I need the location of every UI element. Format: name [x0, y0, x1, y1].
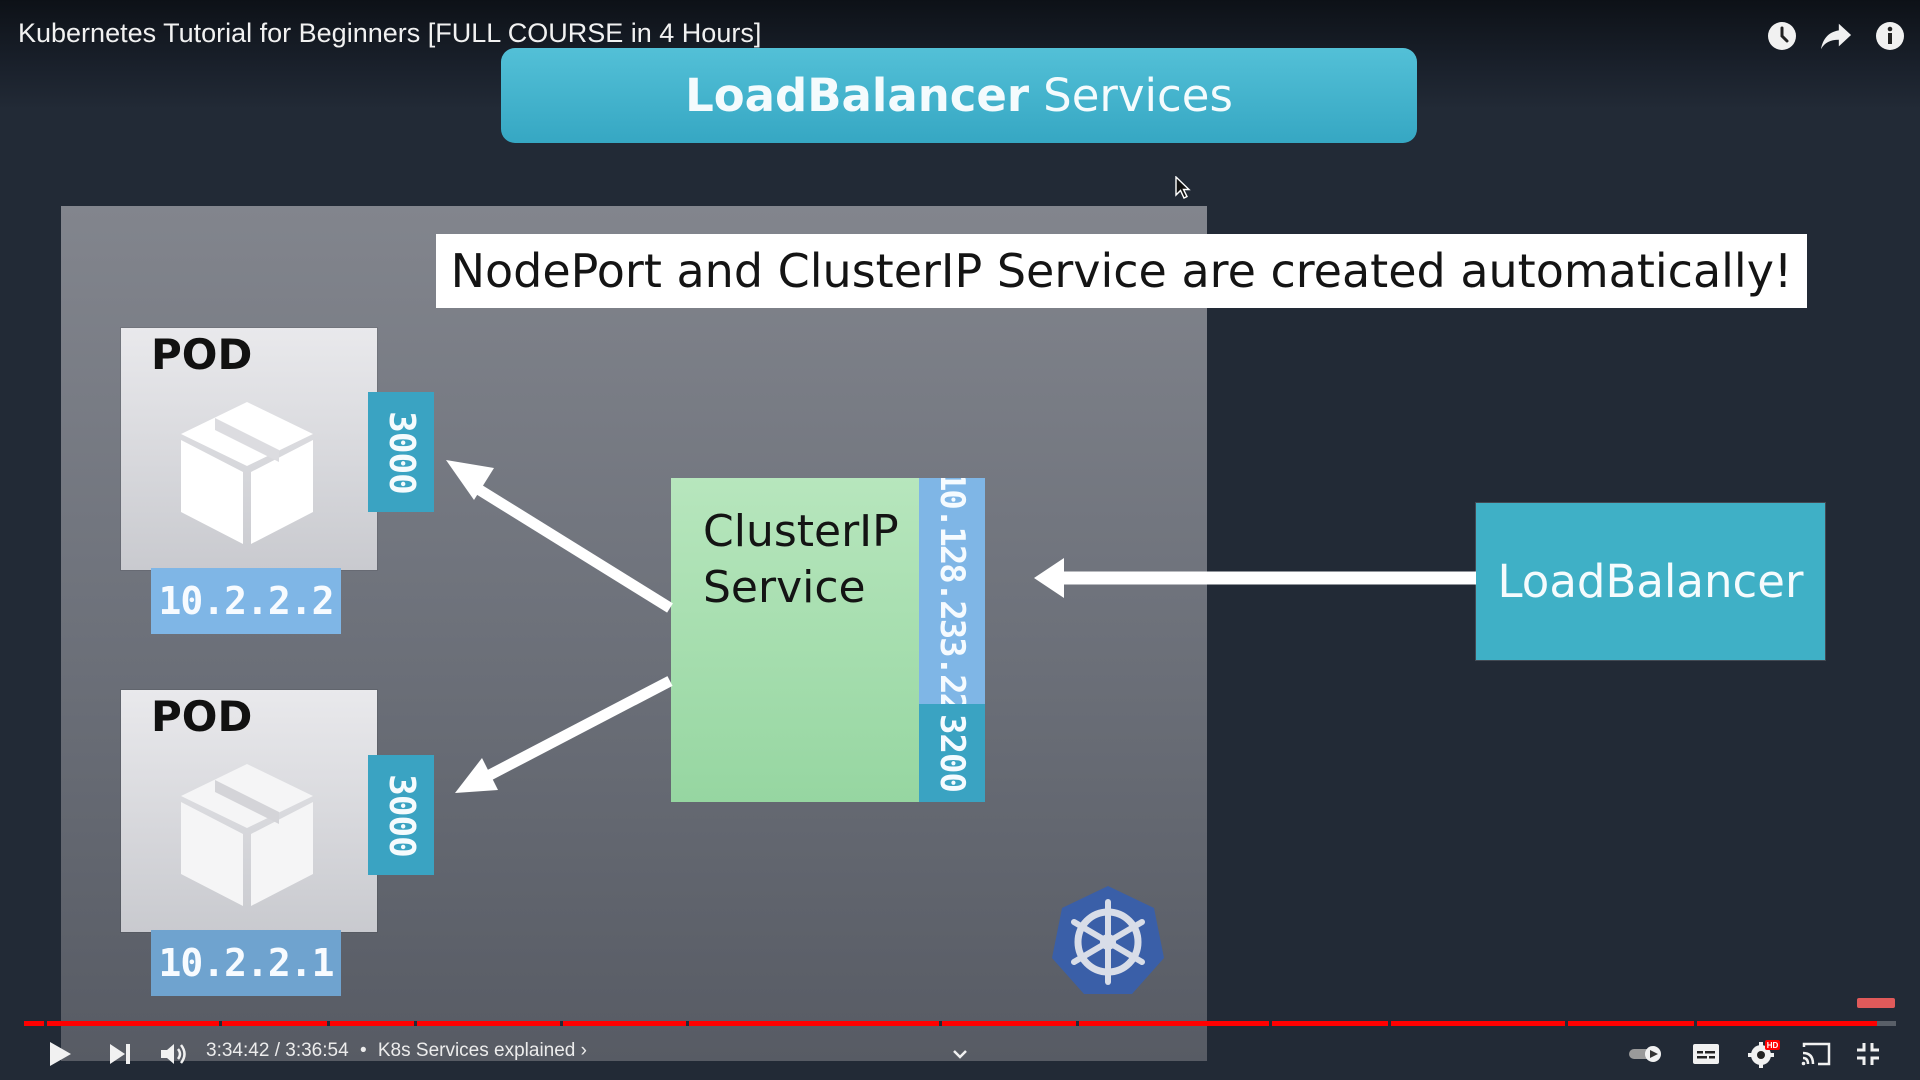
- hd-badge: HD: [1767, 1041, 1779, 1050]
- pod-port-tag: 3000: [368, 755, 434, 875]
- chapter-marker: [686, 1021, 689, 1026]
- service-label: ClusterIP Service: [703, 504, 899, 616]
- container-cube-icon: [179, 400, 315, 550]
- mouse-cursor-icon: [1175, 175, 1191, 204]
- load-balancer-box: LoadBalancer: [1476, 503, 1825, 660]
- clusterip-service-box: ClusterIP Service: [671, 478, 921, 802]
- chapter-marker: [327, 1021, 330, 1026]
- pod-ip-tag: 10.2.2.2: [151, 568, 341, 634]
- notice-caption: NodePort and ClusterIP Service are creat…: [436, 234, 1807, 308]
- settings-icon[interactable]: HD: [1742, 1030, 1786, 1078]
- slide-banner: LoadBalancer Services: [501, 48, 1417, 143]
- banner-text: Services: [1043, 69, 1233, 122]
- chapter-marker: [939, 1021, 942, 1026]
- chapter-marker: [1269, 1021, 1272, 1026]
- play-icon[interactable]: [40, 1030, 80, 1078]
- banner-bold-text: LoadBalancer: [685, 69, 1030, 122]
- arrow-head: [446, 460, 494, 500]
- top-actions: [1766, 16, 1906, 56]
- kubernetes-logo-icon: [1050, 884, 1166, 1000]
- next-icon[interactable]: [100, 1030, 140, 1078]
- subtitles-icon[interactable]: [1686, 1030, 1726, 1078]
- time-display: 3:34:42 / 3:36:54 • K8s Services explain…: [206, 1040, 587, 1062]
- chevron-down-icon[interactable]: [940, 1030, 980, 1078]
- time-separator: /: [274, 1040, 286, 1061]
- arrow-service-to-pod2: [481, 676, 673, 783]
- chapter-marker: [1694, 1021, 1697, 1026]
- info-icon[interactable]: [1874, 16, 1906, 56]
- chapter-marker: [1565, 1021, 1568, 1026]
- service-label-line2: Service: [703, 562, 866, 613]
- container-cube-icon: [179, 762, 315, 912]
- pod-box: POD: [121, 328, 377, 570]
- chapter-marker: [1076, 1021, 1079, 1026]
- pod-port-tag: 3000: [368, 392, 434, 512]
- channel-watermark[interactable]: [1857, 998, 1895, 1008]
- chapter-marker: [1388, 1021, 1391, 1026]
- service-ip-tag: 10.128.233.22: [919, 478, 985, 704]
- chapter-title[interactable]: K8s Services explained: [377, 1040, 576, 1061]
- pod-label: POD: [151, 330, 253, 379]
- current-time: 3:34:42: [206, 1040, 270, 1061]
- watch-later-icon[interactable]: [1766, 16, 1798, 56]
- video-title[interactable]: Kubernetes Tutorial for Beginners [FULL …: [18, 18, 762, 48]
- chapter-marker: [414, 1021, 417, 1026]
- exit-fullscreen-icon[interactable]: [1848, 1030, 1888, 1078]
- chapter-marker: [44, 1021, 47, 1026]
- arrow-service-to-pod1: [467, 479, 673, 613]
- service-label-line1: ClusterIP: [703, 506, 899, 557]
- volume-icon[interactable]: [154, 1030, 194, 1078]
- cast-icon[interactable]: [1794, 1030, 1838, 1078]
- player-controls: HD: [0, 1030, 1920, 1080]
- pod-ip-tag: 10.2.2.1: [151, 930, 341, 996]
- pod-label: POD: [151, 692, 253, 741]
- service-port-tag: 3200: [919, 704, 985, 802]
- chapter-marker: [560, 1021, 563, 1026]
- duration: 3:36:54: [285, 1040, 349, 1061]
- arrow-head: [1034, 558, 1064, 598]
- share-icon[interactable]: [1820, 16, 1852, 56]
- progress-bar[interactable]: [24, 1021, 1896, 1026]
- chapter-separator: •: [359, 1040, 367, 1061]
- autoplay-toggle[interactable]: [1626, 1030, 1666, 1078]
- chevron-right-icon[interactable]: ›: [580, 1040, 587, 1061]
- progress-played: [24, 1021, 1878, 1026]
- chapter-marker: [219, 1021, 222, 1026]
- pod-box: POD: [121, 690, 377, 932]
- arrow-head: [455, 758, 498, 793]
